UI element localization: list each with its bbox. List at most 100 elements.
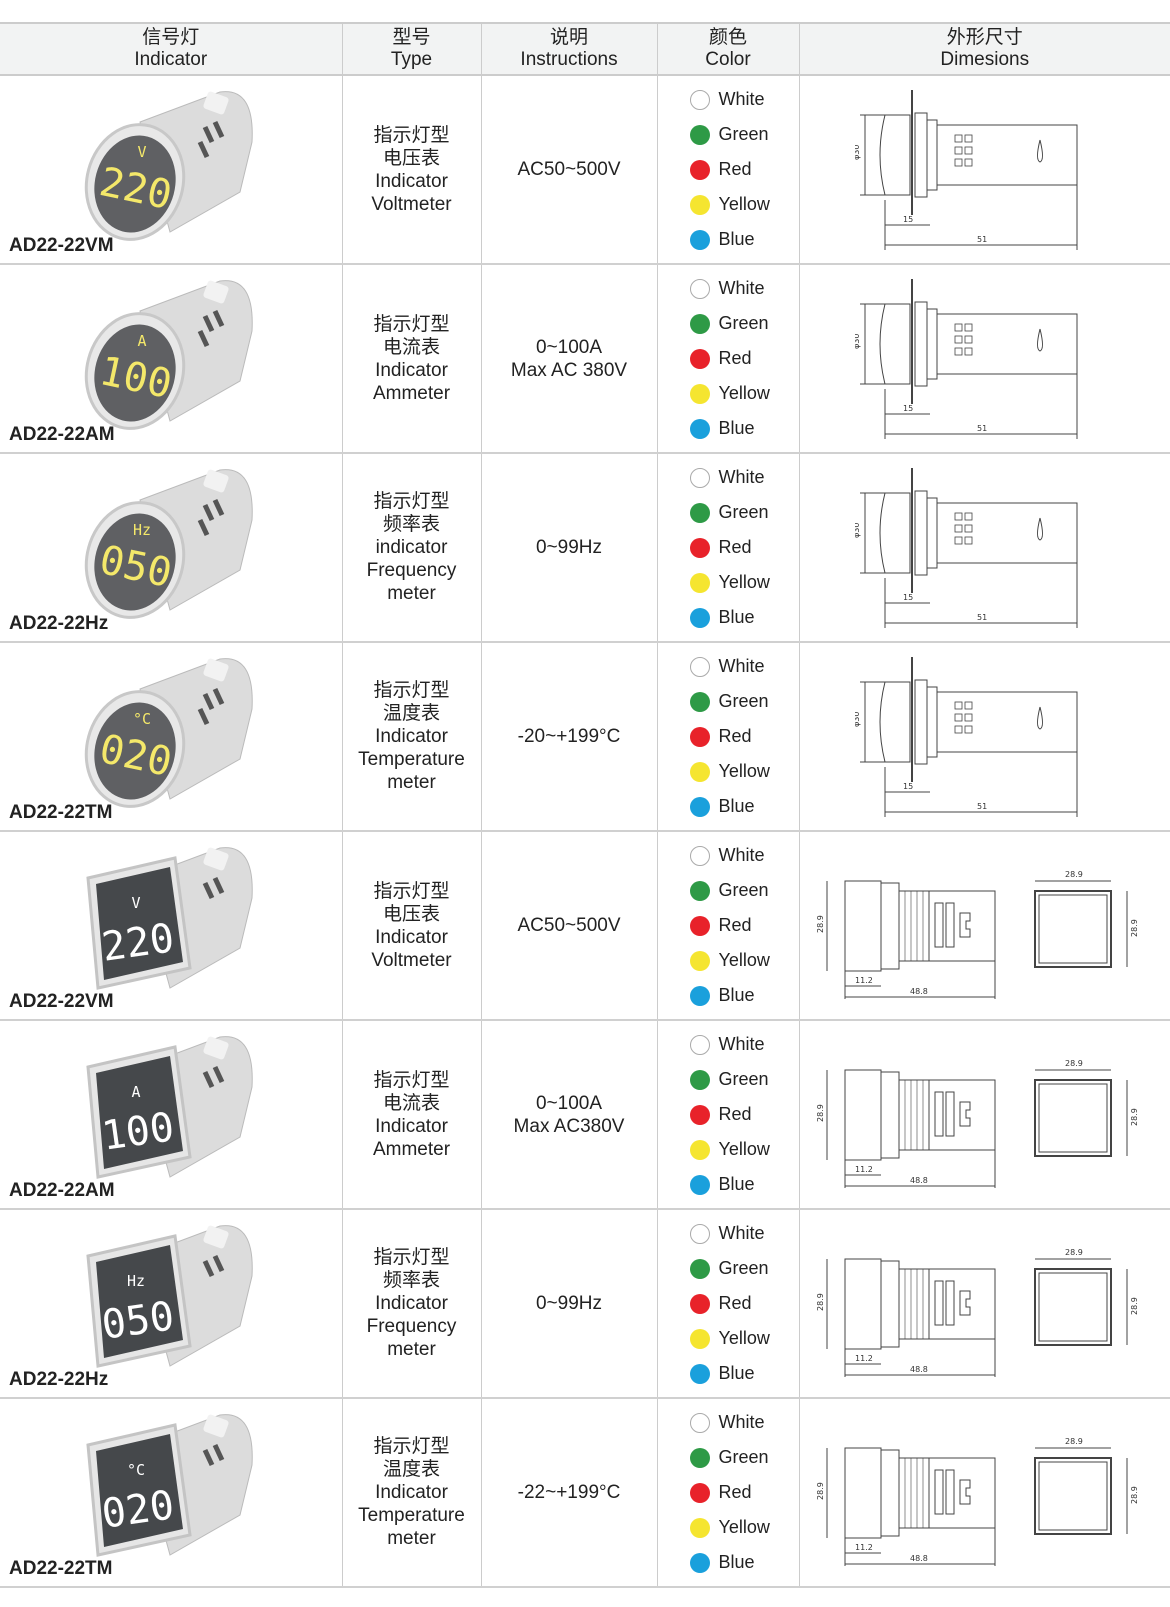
type-line: 指示灯型 — [373, 1069, 450, 1091]
model-number: AD22-22Hz — [9, 613, 109, 634]
header-en: Type — [390, 49, 433, 70]
type-line: Temperature — [358, 1505, 465, 1526]
color-option-green: Green — [689, 873, 799, 908]
color-option-white: White — [689, 82, 799, 117]
color-option-red: Red — [689, 719, 799, 754]
color-swatch — [689, 691, 710, 712]
header-cn: 说明 — [549, 27, 588, 48]
color-label: Yellow — [718, 1139, 770, 1159]
color-option-green: Green — [689, 1440, 799, 1475]
color-swatch — [689, 1412, 710, 1433]
color-option-red: Red — [689, 1097, 799, 1132]
dim-height: 28.9 — [816, 1293, 825, 1311]
color-option-white: White — [689, 838, 799, 873]
color-option-green: Green — [689, 117, 799, 152]
header-en: Indicator — [134, 49, 208, 70]
color-option-yellow: Yellow — [689, 565, 799, 600]
svg-text:100: 100 — [99, 1104, 177, 1160]
type-line: meter — [387, 772, 436, 793]
type-line: Indicator — [375, 359, 448, 381]
type-line: 温度表 — [382, 1459, 440, 1480]
type-line: 指示灯型 — [373, 1247, 450, 1268]
type-line: Temperature — [358, 749, 465, 770]
dim-15: 15 — [903, 404, 913, 413]
svg-text:Hz: Hz — [127, 1272, 145, 1290]
color-label: Blue — [718, 1552, 755, 1572]
svg-text:°C: °C — [133, 710, 151, 728]
color-label: Green — [718, 502, 769, 522]
color-label: White — [718, 467, 765, 487]
type-line: 电流表 — [382, 1092, 440, 1114]
type-line: Voltmeter — [371, 193, 452, 215]
color-label: White — [718, 1412, 765, 1432]
type-line: Indicator — [375, 726, 448, 747]
svg-text:050: 050 — [99, 1293, 177, 1349]
svg-text:020: 020 — [99, 1482, 177, 1538]
color-label: Blue — [718, 1174, 755, 1194]
dim-dia: φ30 — [855, 711, 861, 726]
round-meter-image: Hz 050 — [84, 469, 253, 619]
color-label: Yellow — [718, 572, 770, 592]
instructions-cell: AC50~500V — [480, 75, 657, 265]
color-option-white: White — [689, 1216, 799, 1251]
color-swatch — [689, 1552, 710, 1573]
color-option-white: White — [689, 649, 799, 684]
square-meter-image: V 220 — [86, 847, 253, 990]
color-option-yellow: Yellow — [689, 376, 799, 411]
dim-48-8: 48.8 — [910, 987, 928, 996]
model-number: AD22-22Hz — [9, 1369, 109, 1390]
color-label: Green — [718, 880, 769, 900]
dim-width: 28.9 — [1065, 1059, 1083, 1068]
color-swatch — [689, 572, 710, 593]
color-swatch — [689, 1258, 710, 1279]
type-line: indicator — [375, 537, 448, 558]
dim-dia: φ30 — [855, 144, 861, 159]
color-option-blue: Blue — [689, 1356, 799, 1391]
color-option-blue: Blue — [689, 600, 799, 635]
color-swatch — [689, 845, 710, 866]
dim-15: 15 — [903, 782, 913, 791]
color-option-yellow: Yellow — [689, 187, 799, 222]
square-dimension-drawing: 28.9 11.248.8 28.928.9 — [816, 1437, 1139, 1566]
square-dimension-drawing: 28.9 11.248.8 28.928.9 — [816, 1248, 1139, 1377]
color-option-yellow: Yellow — [689, 943, 799, 978]
instruction-line: 0~100A — [535, 336, 603, 358]
dim-dia: φ30 — [855, 333, 861, 348]
type-line: Frequency — [366, 1316, 457, 1337]
square-meter-image: A 100 — [86, 1036, 253, 1179]
type-line: meter — [387, 1339, 436, 1360]
color-swatch — [689, 950, 710, 971]
dim-15: 15 — [903, 215, 913, 224]
model-number: AD22-22VM — [9, 235, 114, 256]
color-label: Green — [718, 1258, 769, 1278]
type-line: Voltmeter — [371, 949, 452, 971]
color-label: Blue — [718, 229, 755, 249]
square-dimension-drawing: 28.9 11.248.8 28.928.9 — [816, 1059, 1139, 1188]
square-dimension-drawing: 28.9 11.248.8 28.928.9 — [816, 870, 1139, 999]
instruction-line: Max AC 380V — [510, 359, 628, 381]
dim-width: 28.9 — [1065, 1437, 1083, 1446]
color-swatch — [689, 124, 710, 145]
type-line: 指示灯型 — [373, 124, 450, 146]
color-label: Yellow — [718, 1517, 770, 1537]
color-label: Blue — [718, 607, 755, 627]
color-swatch — [689, 1139, 710, 1160]
type-line: 指示灯型 — [373, 1436, 450, 1457]
